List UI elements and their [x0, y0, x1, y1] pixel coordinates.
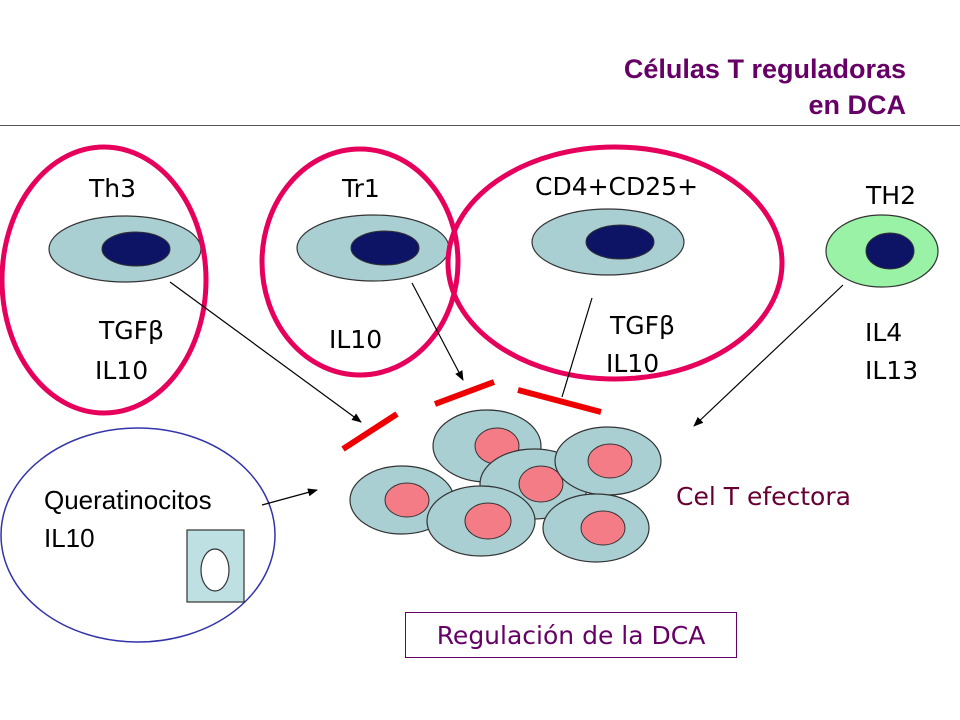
regulation-box: Regulación de la DCA	[405, 612, 737, 658]
th2-cytokine-il4: IL4	[865, 318, 903, 347]
title-line-2: en DCA	[808, 90, 906, 120]
th2-arrow	[693, 284, 844, 427]
tr1-ring	[259, 146, 461, 378]
tr1-cytokine-il10: IL10	[329, 325, 383, 354]
th3-cytokine-il10: IL10	[95, 356, 149, 385]
title-divider	[0, 125, 960, 126]
th3-label: Th3	[89, 174, 137, 203]
cd4cd25-cytokine-il10: IL10	[606, 349, 660, 378]
regulation-box-label: Regulación de la DCA	[436, 620, 706, 650]
title-line-1: Células T reguladoras	[623, 54, 906, 84]
tr1-arrow	[411, 282, 464, 381]
effector-cell-cluster	[349, 409, 662, 563]
cd4cd25-label: CD4+CD25+	[535, 172, 699, 201]
effector-label: Cel T efectora	[676, 482, 851, 511]
th3-cytokine-tgfb: TGFβ	[99, 316, 164, 345]
th2-nucleus	[865, 232, 915, 270]
effector-nucleus	[518, 465, 564, 503]
cd4cd25-line	[561, 297, 593, 398]
keratinocyte-circle	[0, 427, 276, 643]
th2-cytokine-il13: IL13	[865, 356, 919, 385]
inhibition-bar	[341, 411, 399, 452]
th3-nucleus	[101, 231, 171, 267]
th3-ring	[0, 144, 209, 416]
tr1-nucleus	[350, 230, 420, 266]
keratinocyte-label: Queratinocitos	[44, 485, 212, 515]
cd4cd25-nucleus	[585, 224, 655, 260]
effector-nucleus	[464, 502, 512, 540]
inhibition-bar	[517, 387, 602, 415]
cd4cd25-cytokine-tgfb: TGFβ	[610, 311, 675, 340]
tr1-label: Tr1	[342, 174, 380, 203]
keratinocyte-nucleus	[200, 548, 230, 592]
effector-nucleus	[587, 443, 633, 479]
cd4cd25-ring	[445, 144, 785, 382]
inhibition-bar	[433, 379, 496, 407]
keratinocyte-arrow	[261, 488, 318, 506]
th2-label: TH2	[866, 181, 916, 210]
effector-nucleus	[384, 482, 430, 518]
effector-nucleus	[580, 510, 626, 546]
th3-arrow	[169, 281, 362, 423]
keratinocyte-cytokine: IL10	[44, 523, 95, 553]
